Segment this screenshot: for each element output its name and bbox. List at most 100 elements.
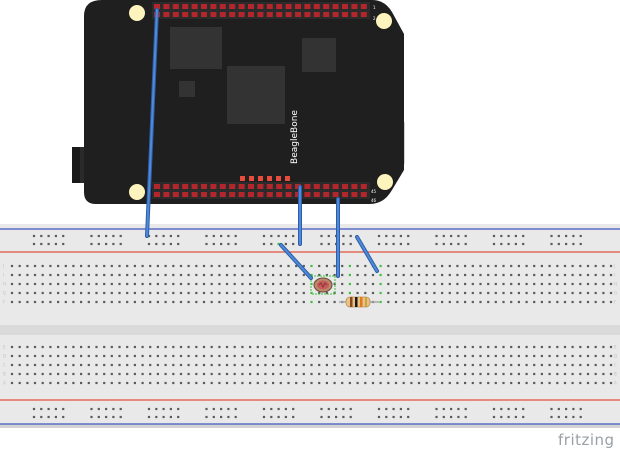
breadboard-hole [141, 300, 144, 304]
breadboard-hole [287, 264, 290, 268]
breadboard-hole [325, 381, 328, 385]
header-pin [295, 12, 301, 17]
breadboard-hole [277, 415, 280, 419]
breadboard-hole [433, 354, 436, 358]
breadboard-hole [548, 363, 551, 367]
breadboard-hole [457, 407, 460, 411]
breadboard-hole [40, 234, 43, 238]
breadboard-hole [540, 300, 543, 304]
breadboard-hole [394, 345, 398, 349]
breadboard-hole [187, 354, 190, 358]
photocell[interactable] [310, 275, 336, 295]
user-leds [240, 176, 290, 181]
breadboard-hole [579, 345, 582, 349]
breadboard-hole [155, 242, 158, 246]
breadboard-hole [97, 242, 100, 246]
breadboard-hole [450, 234, 453, 238]
breadboard-hole [579, 273, 582, 277]
header-pin [276, 4, 283, 9]
breadboard-hole [147, 242, 151, 246]
breadboard-hole [210, 264, 213, 268]
breadboard-hole [72, 363, 75, 367]
breadboard-hole [456, 282, 459, 286]
breadboard-hole [54, 407, 57, 411]
breadboard-hole [26, 381, 29, 385]
header-pin [266, 12, 273, 17]
header-pin [172, 192, 179, 197]
breadboard-hole [464, 291, 467, 295]
header-pin [351, 12, 358, 17]
breadboard-hole [609, 291, 613, 295]
breadboard-hole [602, 282, 605, 286]
breadboard-hole [64, 372, 67, 376]
header-pin [191, 192, 198, 197]
breadboard-hole [522, 415, 525, 419]
breadboard-hole [62, 407, 65, 411]
breadboard-hole [556, 354, 559, 358]
breadboard-hole [525, 282, 528, 286]
header-pin [182, 12, 189, 17]
breadboard-hole [572, 242, 575, 246]
breadboard-hole [318, 372, 321, 376]
breadboard-hole [364, 291, 367, 295]
breadboard-hole [26, 282, 29, 286]
breadboard-hole [41, 291, 44, 295]
breadboard-hole [262, 242, 266, 246]
breadboard-hole [318, 300, 321, 304]
breadboard-hole [225, 381, 229, 385]
breadboard-hole [234, 415, 237, 419]
breadboard-hole [241, 282, 244, 286]
breadboard-hole [279, 291, 282, 295]
breadboard-hole [262, 407, 266, 411]
breadboard-hole [514, 415, 517, 419]
breadboard-hole [556, 300, 559, 304]
breadboard-hole [233, 372, 236, 376]
breadboard-hole [33, 300, 37, 304]
breadboard-hole [356, 282, 359, 286]
breadboard-hole [502, 381, 505, 385]
mounting-hole-top-left [128, 4, 146, 22]
breadboard-hole [456, 273, 459, 277]
breadboard-hole [33, 291, 37, 295]
breadboard-hole [272, 273, 275, 277]
breadboard-hole [110, 300, 113, 304]
breadboard-hole [479, 282, 482, 286]
breadboard-hole [118, 381, 121, 385]
breadboard-hole [571, 282, 574, 286]
breadboard-hole [442, 234, 445, 238]
breadboard-hole [103, 273, 106, 277]
breadboard-hole [155, 407, 158, 411]
header-pin [229, 4, 236, 9]
mounting-hole-bottom-left [128, 183, 146, 201]
breadboard-hole [149, 273, 152, 277]
breadboard-hole [571, 381, 574, 385]
breadboard-hole [256, 300, 259, 304]
breadboard-hole [441, 273, 444, 277]
resistor[interactable] [339, 296, 379, 308]
breadboard-hole [417, 282, 421, 286]
breadboard-hole [325, 354, 328, 358]
breadboard-hole [87, 363, 90, 367]
breadboard-hole [172, 264, 175, 268]
row-letter: B [614, 372, 617, 377]
header-pin [172, 184, 179, 189]
breadboard-hole [487, 363, 490, 367]
breadboard-hole [233, 363, 236, 367]
breadboard-hole [172, 372, 175, 376]
breadboard-hole [249, 381, 252, 385]
breadboard-hole [87, 354, 90, 358]
breadboard-hole [425, 345, 428, 349]
breadboard-hole [18, 300, 21, 304]
breadboard-hole [364, 363, 367, 367]
breadboard-hole [72, 354, 75, 358]
breadboard-hole [609, 282, 613, 286]
breadboard-hole [57, 354, 60, 358]
breadboard-hole [49, 363, 52, 367]
header-pin [182, 4, 189, 9]
breadboard-hole [33, 282, 37, 286]
breadboard-hole [162, 234, 165, 238]
breadboard-hole [80, 345, 83, 349]
breadboard-hole [341, 354, 344, 358]
breadboard-hole [487, 291, 490, 295]
breadboard-hole [548, 345, 551, 349]
